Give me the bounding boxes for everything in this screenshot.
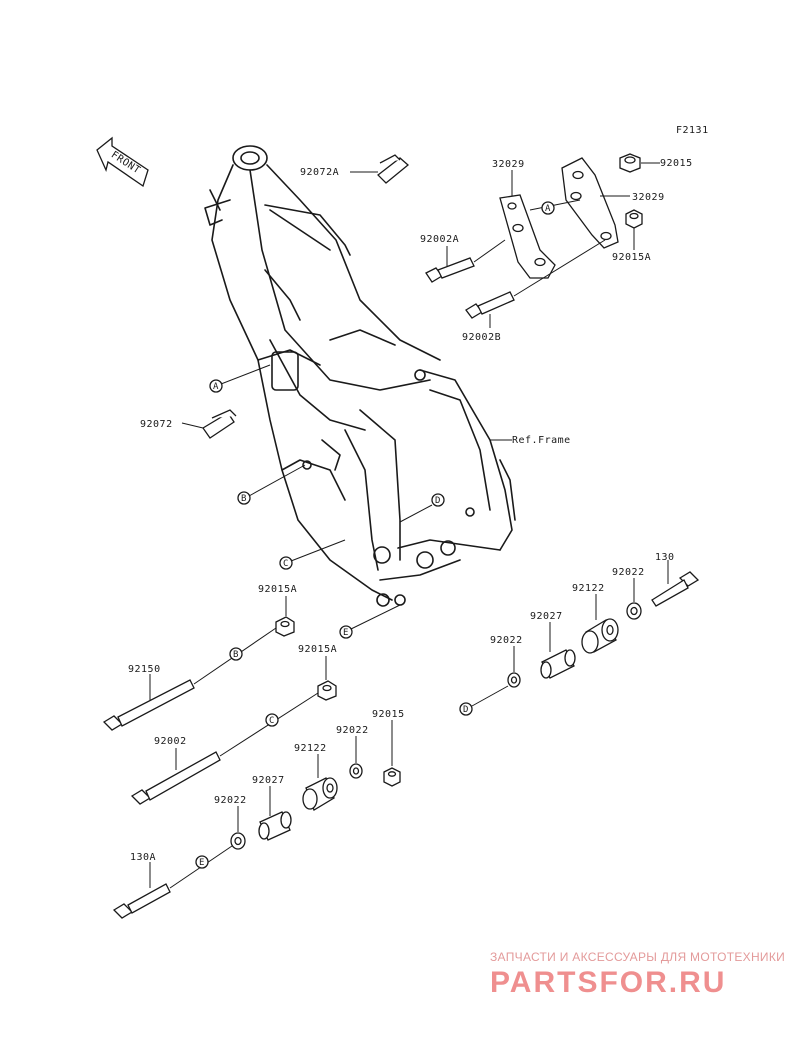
- svg-text:92022: 92022: [336, 725, 369, 736]
- part-92002: 92002: [130, 692, 319, 805]
- svg-text:92150: 92150: [128, 664, 161, 675]
- svg-text:130: 130: [655, 552, 675, 563]
- svg-text:92015A: 92015A: [612, 252, 651, 263]
- callout-d-frame: [431, 493, 445, 507]
- callout-e-bolt: [195, 855, 209, 869]
- svg-text:92022: 92022: [490, 635, 523, 646]
- svg-text:92027: 92027: [530, 611, 563, 622]
- svg-text:A: A: [213, 382, 219, 392]
- part-92122-r: 92122: [572, 583, 619, 654]
- part-92015-top: 92015: [619, 153, 693, 173]
- svg-text:92027: 92027: [252, 775, 285, 786]
- callout-b-bolt: [229, 647, 243, 661]
- part-92072a: 92072A: [300, 154, 410, 184]
- svg-text:C: C: [269, 716, 274, 726]
- part-92122-low: 92122: [294, 743, 338, 811]
- svg-text:92015A: 92015A: [258, 584, 297, 595]
- ref-frame-label: Ref.Frame: [512, 435, 571, 446]
- part-92027-low: 92027: [252, 775, 292, 841]
- svg-text:B: B: [241, 494, 246, 504]
- svg-text:32029: 32029: [492, 159, 525, 170]
- svg-text:92022: 92022: [214, 795, 247, 806]
- part-92002b: 92002B: [462, 239, 606, 343]
- part-130a: 130A: [112, 845, 233, 919]
- svg-text:D: D: [435, 496, 440, 506]
- motorcycle-frame: [204, 145, 516, 607]
- callout-c-frame: [279, 556, 293, 570]
- part-92015a-top: 92015A: [612, 209, 651, 263]
- svg-text:92022: 92022: [612, 567, 645, 578]
- svg-text:B: B: [233, 650, 238, 660]
- svg-text:D: D: [463, 705, 468, 715]
- svg-text:32029: 32029: [632, 192, 665, 203]
- svg-text:92122: 92122: [572, 583, 605, 594]
- part-92150: 92150: [102, 627, 277, 731]
- svg-text:E: E: [199, 858, 204, 868]
- svg-text:130A: 130A: [130, 852, 156, 863]
- callout-d-bolt: [459, 702, 473, 716]
- svg-text:C: C: [283, 559, 288, 569]
- svg-text:92002A: 92002A: [420, 234, 459, 245]
- part-92072: 92072: [140, 409, 237, 439]
- callout-e-frame: [339, 625, 353, 639]
- callout-a-top: [541, 201, 555, 215]
- svg-text:92015: 92015: [660, 158, 693, 169]
- watermark-brand: PARTSFOR.RU: [490, 966, 727, 999]
- svg-text:E: E: [343, 628, 348, 638]
- part-92002a: 92002A: [420, 234, 506, 283]
- part-92015a-b: 92015A: [258, 584, 297, 637]
- svg-text:92122: 92122: [294, 743, 327, 754]
- svg-text:92072A: 92072A: [300, 167, 339, 178]
- part-32029-right: 32029: [561, 157, 665, 249]
- svg-text:92002: 92002: [154, 736, 187, 747]
- part-92015-low: 92015: [372, 709, 405, 787]
- svg-text:92015A: 92015A: [298, 644, 337, 655]
- watermark-tagline: ЗАПЧАСТИ И АКСЕССУАРЫ ДЛЯ МОТОТЕХНИКИ: [490, 950, 786, 964]
- part-92027-r: 92027: [530, 611, 576, 679]
- svg-text:92002B: 92002B: [462, 332, 501, 343]
- callout-a-frame: [209, 379, 223, 393]
- figure-code: F2131: [676, 125, 709, 136]
- callout-c-bolt: [265, 713, 279, 727]
- part-32029-left: 32029: [492, 159, 556, 279]
- svg-text:92015: 92015: [372, 709, 405, 720]
- callout-b-frame: [237, 491, 251, 505]
- part-92022-r2: 92022: [490, 635, 523, 688]
- svg-text:A: A: [545, 204, 551, 214]
- front-arrow-icon: FRONT: [96, 136, 149, 188]
- part-130: 130: [651, 552, 700, 607]
- part-92022-r: 92022: [612, 567, 645, 620]
- part-92015a-c: 92015A: [298, 644, 337, 701]
- part-92022-low: 92022: [336, 725, 369, 779]
- svg-text:92072: 92072: [140, 419, 173, 430]
- part-92022-low2: 92022: [214, 795, 247, 850]
